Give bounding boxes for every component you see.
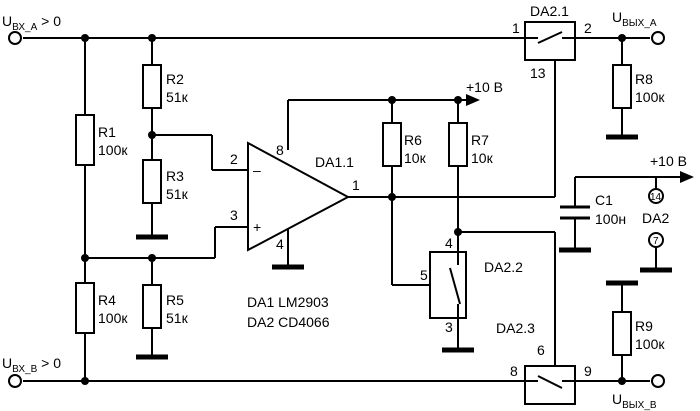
junction-dots — [81, 34, 626, 385]
switch-da2-3-pin-in: 8 — [510, 363, 518, 379]
da2-name: DA2 — [642, 210, 669, 226]
da2-vss-pin-circle — [648, 232, 664, 248]
r7-name: R7 — [471, 132, 489, 148]
opamp-pin-out: 1 — [352, 177, 360, 193]
opamp-name: DA1.1 — [315, 154, 354, 170]
c1-name: C1 — [595, 192, 613, 208]
switch-da2-2-pin-top: 4 — [445, 235, 453, 251]
r2-value: 51к — [166, 89, 189, 105]
switch-da2-2-pin-bot: 3 — [445, 319, 453, 335]
switch-da2-3-name: DA2.3 — [496, 320, 535, 336]
output-a-label: UВЫХ_А — [612, 9, 657, 29]
r4-value: 100к — [98, 310, 128, 326]
r5-body — [142, 284, 162, 329]
input-b-terminal — [8, 374, 22, 388]
switch-da2-2-name: DA2.2 — [484, 259, 523, 275]
input-a-terminal — [8, 31, 22, 45]
r3-body — [142, 159, 162, 204]
switch-da2-3-pin-ctrl: 6 — [537, 342, 545, 358]
input-b-label: UВХ_В > 0 — [2, 355, 61, 375]
switch-da2-2 — [429, 251, 467, 319]
c1-value: 100н — [595, 211, 626, 227]
r3-name: R3 — [166, 168, 184, 184]
c1-capacitor — [560, 205, 590, 220]
note-da2: DA2 CD4066 — [247, 314, 330, 330]
wires — [23, 37, 683, 382]
r7-value: 10к — [471, 150, 494, 166]
r8-name: R8 — [635, 71, 653, 87]
opamp-pin-inv: 2 — [230, 151, 238, 167]
r4-body — [75, 282, 95, 334]
r2-body — [142, 64, 162, 109]
r1-name: R1 — [98, 124, 116, 140]
opamp-plus-sign: + — [253, 219, 261, 235]
switch-da2-3 — [524, 365, 576, 405]
supply-arrow-2 — [680, 171, 694, 183]
switch-da2-2-pin-ctrl: 5 — [420, 267, 428, 283]
opamp-pin-gnd: 4 — [276, 236, 284, 252]
switch-da2-1-pin-in: 1 — [512, 20, 520, 36]
r9-body — [612, 311, 632, 356]
r4-name: R4 — [98, 292, 116, 308]
r8-body — [612, 64, 632, 109]
opamp-da1-1 — [247, 141, 351, 252]
switch-da2-3-pin-out: 9 — [584, 363, 592, 379]
opamp-minus-sign: – — [253, 162, 261, 178]
note-da1: DA1 LM2903 — [247, 294, 329, 310]
supply-label-2: +10 В — [650, 153, 687, 169]
opamp-pin-vcc: 8 — [276, 142, 284, 158]
r2-name: R2 — [166, 71, 184, 87]
r6-name: R6 — [404, 132, 422, 148]
input-a-label: UВХ_А > 0 — [2, 13, 61, 33]
switch-da2-1-pin-out: 2 — [584, 20, 592, 36]
opamp-pin-noninv: 3 — [230, 207, 238, 223]
r7-body — [448, 122, 468, 167]
r6-body — [382, 122, 402, 167]
r9-value: 100к — [635, 336, 665, 352]
da2-vdd-pin: 14 — [650, 192, 662, 203]
r1-body — [75, 114, 95, 166]
supply-arrow-1 — [466, 94, 480, 106]
r3-value: 51к — [166, 186, 189, 202]
r8-value: 100к — [635, 89, 665, 105]
r9-name: R9 — [635, 318, 653, 334]
switch-da2-1-pin-ctrl: 13 — [530, 65, 546, 81]
da2-vss-pin: 7 — [653, 236, 659, 247]
switch-da2-1-name: DA2.1 — [530, 3, 569, 19]
r1-value: 100к — [98, 142, 128, 158]
output-b-terminal — [651, 374, 665, 388]
switch-da2-1 — [524, 21, 576, 61]
r6-value: 10к — [404, 150, 427, 166]
output-a-terminal — [651, 31, 665, 45]
supply-label-1: +10 В — [466, 79, 503, 95]
r5-name: R5 — [166, 292, 184, 308]
ground-symbols — [136, 134, 672, 360]
r5-value: 51к — [166, 310, 189, 326]
output-b-label: UВЫХ_В — [612, 391, 657, 411]
